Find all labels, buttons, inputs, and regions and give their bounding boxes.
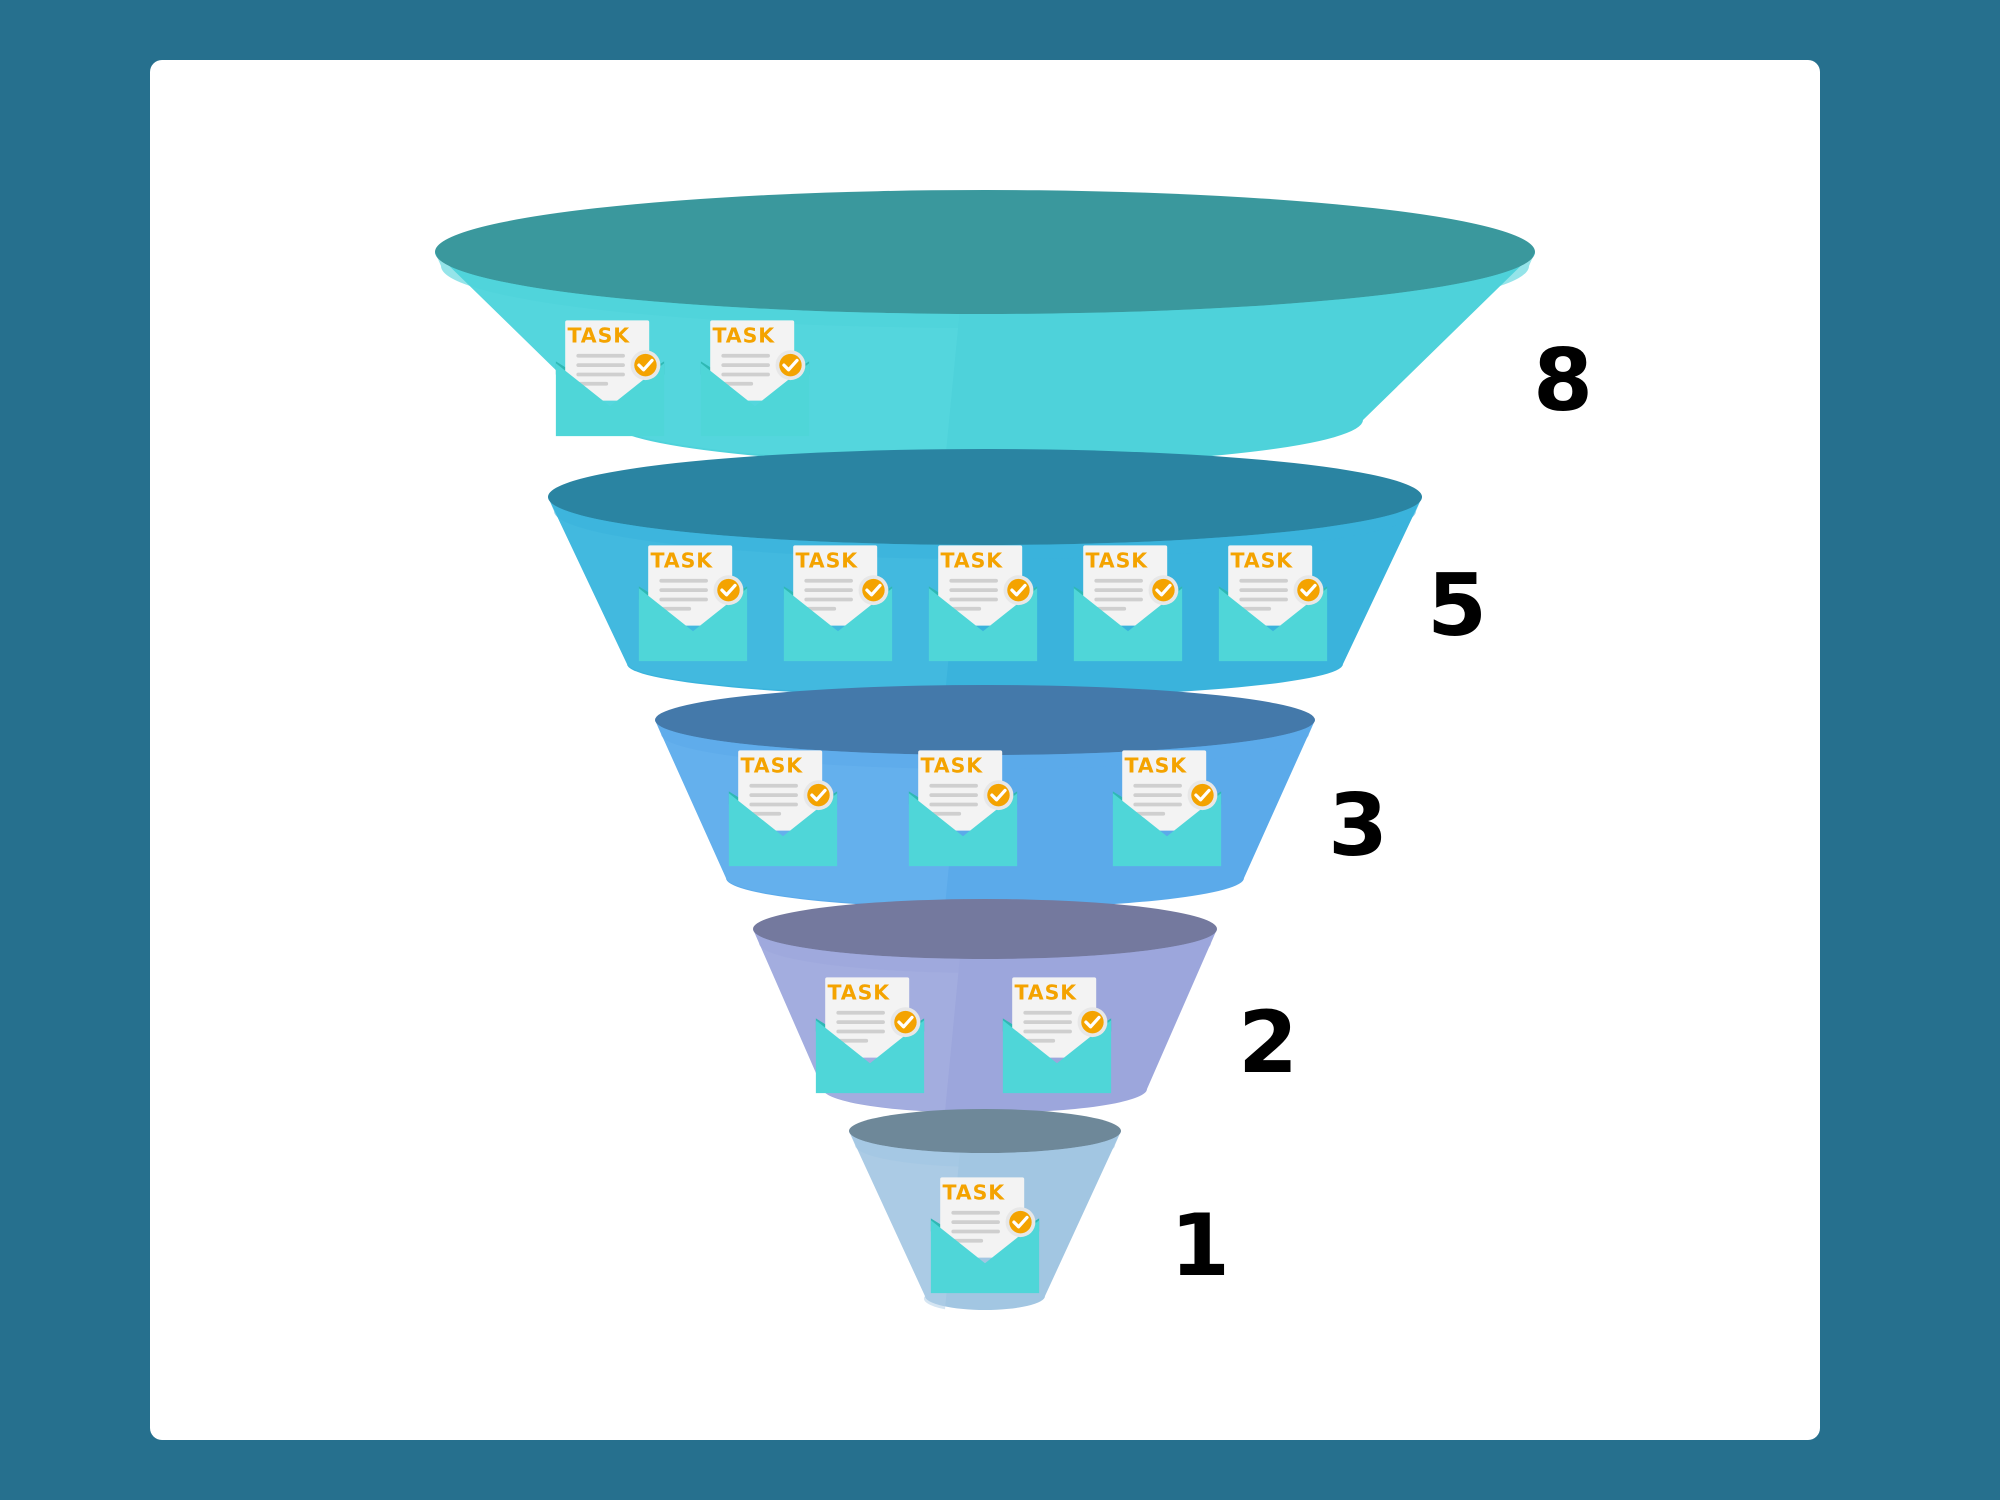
funnel-tier-3: 3 bbox=[655, 685, 1388, 908]
funnel-tier-2: 5 bbox=[548, 449, 1487, 697]
task-envelope-icon bbox=[814, 977, 926, 1095]
tier-count-label: 5 bbox=[1427, 556, 1487, 656]
funnel-tier-4: 2 bbox=[753, 899, 1298, 1113]
task-envelope-icon bbox=[554, 320, 666, 438]
funnel-tier-top bbox=[548, 449, 1422, 545]
funnel-tier-1: 8 bbox=[435, 190, 1593, 465]
task-envelope-icon bbox=[907, 750, 1019, 868]
task-envelope-icon bbox=[1111, 750, 1223, 868]
funnel-tier-rim bbox=[548, 497, 1422, 559]
funnel-tier-top bbox=[435, 190, 1535, 314]
funnel-tier-rim bbox=[753, 929, 1217, 973]
tier-count-label: 8 bbox=[1533, 331, 1593, 431]
task-envelope-icon bbox=[929, 1177, 1041, 1295]
funnel-tier-rim bbox=[435, 252, 1535, 328]
task-envelope-icon bbox=[637, 545, 749, 663]
task-envelope-icon bbox=[1072, 545, 1184, 663]
task-envelope-icon bbox=[727, 750, 839, 868]
task-envelope-icon bbox=[782, 545, 894, 663]
funnel-tier-top bbox=[655, 685, 1315, 755]
funnel-tier-top bbox=[849, 1109, 1121, 1153]
task-envelope-icon bbox=[699, 320, 811, 438]
tier-count-label: 1 bbox=[1170, 1196, 1230, 1296]
tier-count-label: 3 bbox=[1328, 776, 1388, 876]
task-envelope-icon bbox=[1217, 545, 1329, 663]
funnel-tier-rim bbox=[849, 1131, 1121, 1167]
funnel-tier-top bbox=[753, 899, 1217, 959]
task-envelope-icon bbox=[1001, 977, 1113, 1095]
tier-count-label: 2 bbox=[1238, 993, 1298, 1093]
task-envelope-icon bbox=[927, 545, 1039, 663]
funnel-tier-5: 1 bbox=[849, 1109, 1230, 1310]
